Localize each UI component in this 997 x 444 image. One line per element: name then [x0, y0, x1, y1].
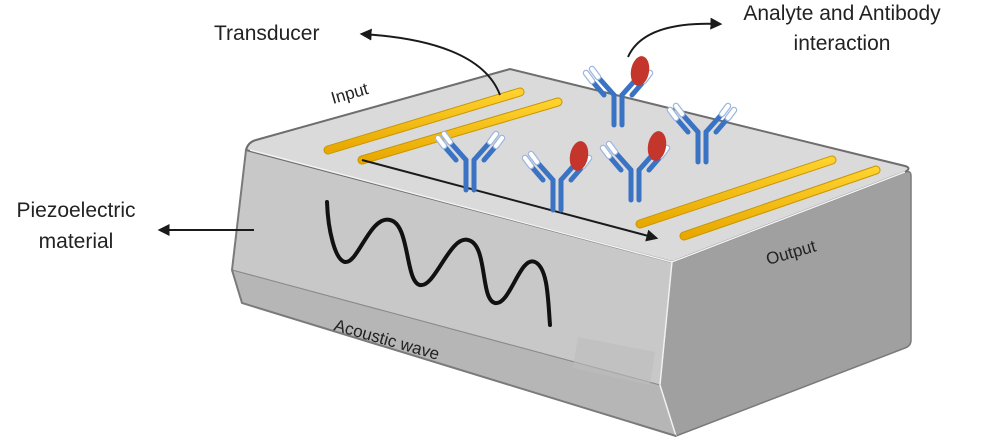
input-electrode-2-fill — [358, 98, 562, 164]
output-electrode-2-fill — [680, 166, 880, 240]
antibodies — [434, 56, 738, 213]
analyte — [569, 141, 589, 171]
block-corner-highlight — [659, 261, 677, 437]
antibody — [666, 102, 738, 165]
label-transducer: Transducer — [214, 22, 319, 45]
antibody-tip — [674, 104, 684, 116]
antibody-tip — [529, 152, 539, 164]
antibody-arm-left — [595, 74, 617, 98]
antibody-tip — [523, 156, 533, 168]
antibody-tip — [442, 132, 452, 144]
input-electrodes — [323, 87, 563, 165]
antibody-arm-left — [679, 111, 701, 135]
antibody-tip — [488, 132, 498, 144]
antibody-arm-right — [471, 139, 493, 163]
antibody — [599, 131, 671, 203]
transducer-callout-arrow — [359, 28, 501, 96]
antibody-tip — [494, 136, 504, 148]
antibody-tip — [668, 108, 678, 120]
antibody-arm-right — [703, 111, 725, 135]
antibody-arm-left — [612, 149, 634, 173]
label-analyte-line1: Analyte and Antibody — [743, 2, 941, 25]
antibody-tip — [601, 146, 611, 158]
antibody-tip — [720, 104, 730, 116]
antibody — [521, 141, 593, 213]
antibody-arm-left — [447, 139, 469, 163]
antibody-tip — [590, 67, 600, 79]
output-electrode-1-fill — [636, 156, 836, 228]
antibody — [434, 130, 506, 193]
antibody — [582, 56, 654, 128]
label-analyte-line2: interaction — [794, 32, 891, 55]
input-electrode-1-fill — [324, 88, 524, 154]
block-right-face — [659, 170, 912, 437]
analyte — [647, 131, 667, 161]
antibody-tip — [607, 142, 617, 154]
antibody-tip — [436, 136, 446, 148]
analyte — [630, 56, 650, 86]
antibody-tip — [726, 108, 736, 120]
antibody-arm-left — [534, 159, 556, 183]
antibody-tip — [584, 71, 594, 83]
label-piezo-line2: material — [39, 230, 114, 253]
acoustic-wave-curve — [325, 200, 552, 327]
label-piezo-line1: Piezoelectric — [16, 199, 135, 222]
label-input: Input — [329, 79, 371, 108]
output-electrodes — [635, 155, 881, 241]
wave-propagation-arrow — [361, 159, 659, 242]
block-outline-left — [230, 149, 677, 437]
block-bevel-panel — [573, 337, 655, 385]
analyte-callout-arrow — [627, 17, 723, 58]
